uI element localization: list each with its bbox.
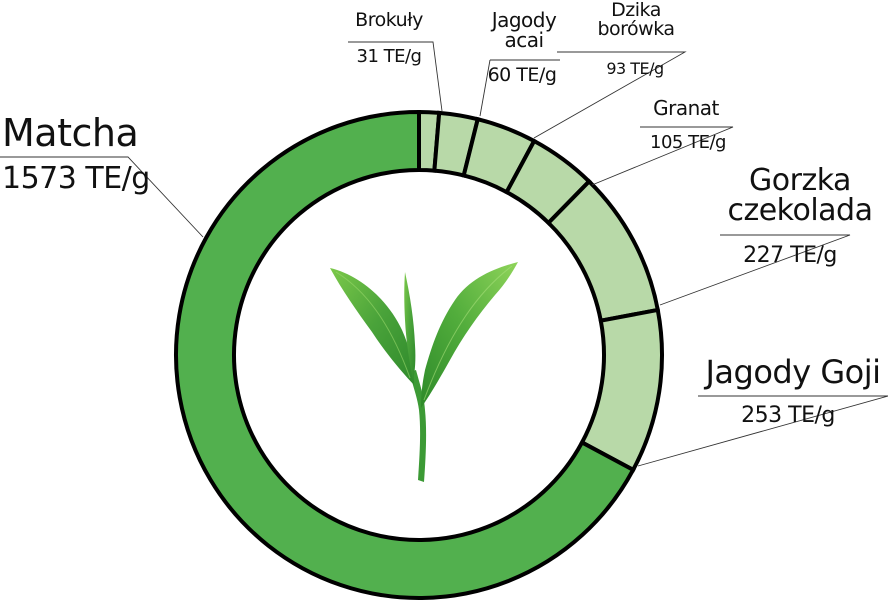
label-dzika-name-line2: borówka [597, 18, 675, 40]
label-brokuly-name: Brokuły [355, 9, 423, 31]
label-matcha-name: Matcha [2, 111, 139, 155]
label-goji-value-text: 253 TE/g [741, 403, 835, 428]
label-dzika: Dzika borówka [584, 1, 688, 39]
label-acai: Jagody acai [478, 10, 570, 50]
donut-segments [174, 109, 664, 600]
label-granat-name: Granat [653, 96, 719, 120]
label-gorzka-value-text: 227 TE/g [743, 243, 837, 268]
donut-segment-matcha [174, 109, 636, 600]
label-brokuly-value-text: 31 TE/g [356, 46, 422, 67]
donut-segment-jagody-goji [579, 307, 664, 473]
label-gorzka-value: 227 TE/g [730, 245, 850, 267]
label-gorzka: Gorzka czekolada [720, 166, 880, 226]
label-acai-name-line2: acai [504, 28, 544, 52]
label-goji: Jagody Goji [698, 356, 888, 388]
label-dzika-value-text: 93 TE/g [606, 59, 664, 78]
label-matcha-value-text: 1573 TE/g [2, 161, 150, 196]
label-brokuly: Brokuły [345, 11, 433, 30]
tea-leaf-icon [330, 262, 518, 482]
label-granat-value: 105 TE/g [640, 134, 736, 152]
label-granat: Granat [640, 98, 732, 118]
label-acai-value-text: 60 TE/g [487, 64, 557, 86]
label-goji-value: 253 TE/g [728, 405, 848, 427]
label-gorzka-name-line2: czekolada [727, 193, 873, 228]
label-brokuly-value: 31 TE/g [345, 48, 433, 66]
label-goji-name: Jagody Goji [705, 353, 881, 391]
label-matcha: Matcha [2, 111, 139, 155]
label-matcha-value: 1573 TE/g [2, 164, 150, 194]
leader-lines [0, 41, 888, 467]
label-dzika-value: 93 TE/g [590, 61, 680, 77]
label-gorzka-name-line1: Gorzka [749, 163, 851, 198]
label-acai-value: 60 TE/g [482, 66, 562, 85]
label-acai-name-line1: Jagody [491, 8, 557, 32]
label-granat-value-text: 105 TE/g [650, 132, 726, 153]
label-dzika-name-line1: Dzika [611, 0, 661, 21]
